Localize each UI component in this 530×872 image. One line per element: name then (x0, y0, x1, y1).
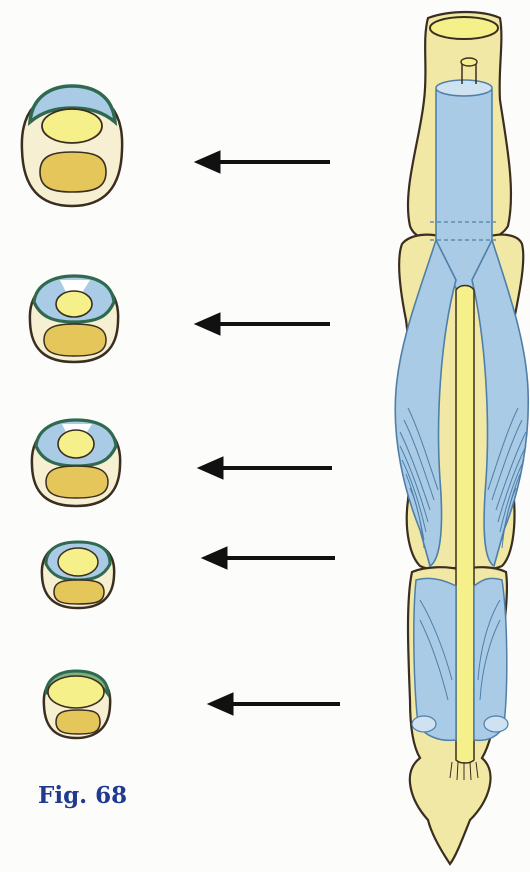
cross-section-5 (44, 671, 110, 738)
finger-dorsal-view (395, 12, 528, 864)
marrow-section-1 (40, 152, 106, 192)
arrow-4 (202, 547, 335, 569)
cross-section-3 (32, 420, 120, 506)
bone-section-4 (58, 548, 98, 576)
bone-section-3 (58, 430, 94, 458)
arrow-3 (198, 457, 332, 479)
arrow-1 (195, 151, 330, 173)
marrow-section-2 (44, 324, 106, 356)
marrow-section-3 (46, 466, 108, 498)
bone-section-5 (48, 676, 104, 708)
arrows (195, 151, 340, 715)
cross-section-4 (42, 542, 114, 608)
arrow-2 (195, 313, 330, 335)
arrow-5 (208, 693, 340, 715)
central-slip (456, 286, 474, 764)
cross-section-1 (22, 86, 122, 206)
figure-label: Fig. 68 (38, 782, 127, 809)
cross-sections (22, 86, 122, 738)
cross-section-2 (30, 276, 118, 362)
marrow-section-4 (54, 580, 104, 604)
bone-section-2 (56, 291, 92, 317)
marrow-section-5 (56, 710, 100, 734)
bone-section-1 (42, 109, 102, 143)
